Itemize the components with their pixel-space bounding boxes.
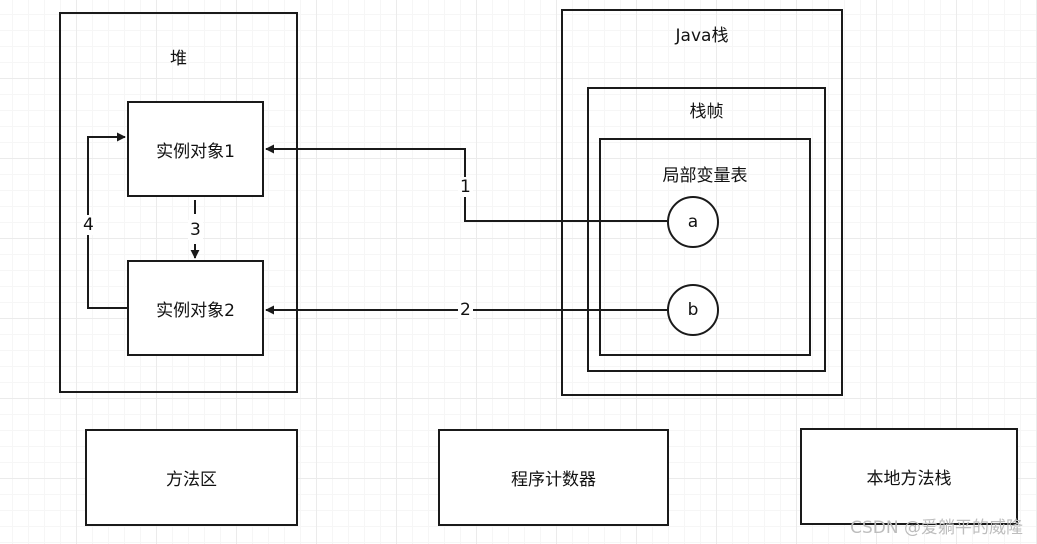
local-variable-table: 局部变量表 — [599, 138, 811, 356]
local-var-b-label: b — [687, 300, 699, 320]
instance-object-2: 实例对象2 — [127, 260, 264, 356]
local-var-a: a — [667, 196, 719, 248]
java-stack-container: Java栈 — [561, 9, 843, 396]
arrow-4-label: 4 — [81, 215, 96, 235]
instance-object-1-label: 实例对象1 — [156, 141, 235, 162]
java-stack-title: Java栈 — [675, 26, 729, 46]
method-area-label: 方法区 — [166, 470, 217, 490]
local-var-a-label: a — [687, 212, 699, 232]
stack-frame-title: 栈帧 — [689, 102, 724, 122]
program-counter-label: 程序计数器 — [511, 470, 596, 490]
arrow-1-label: 1 — [458, 177, 473, 197]
instance-object-1: 实例对象1 — [127, 101, 264, 197]
local-var-b: b — [667, 284, 719, 336]
arrow-2-label: 2 — [458, 300, 473, 320]
csdn-watermark: CSDN @爱躺平的威隆 — [850, 518, 1023, 538]
instance-object-2-label: 实例对象2 — [156, 300, 235, 321]
native-method-stack-label: 本地方法栈 — [866, 469, 952, 489]
local-variable-table-title: 局部变量表 — [662, 166, 748, 186]
program-counter: 程序计数器 — [438, 429, 669, 526]
native-method-stack: 本地方法栈 — [800, 428, 1018, 525]
stack-frame-container: 栈帧 — [587, 87, 826, 372]
method-area: 方法区 — [85, 429, 298, 526]
arrow-3-label: 3 — [188, 220, 203, 240]
heap-title: 堆 — [170, 49, 187, 69]
heap-container: 堆 — [59, 12, 298, 393]
